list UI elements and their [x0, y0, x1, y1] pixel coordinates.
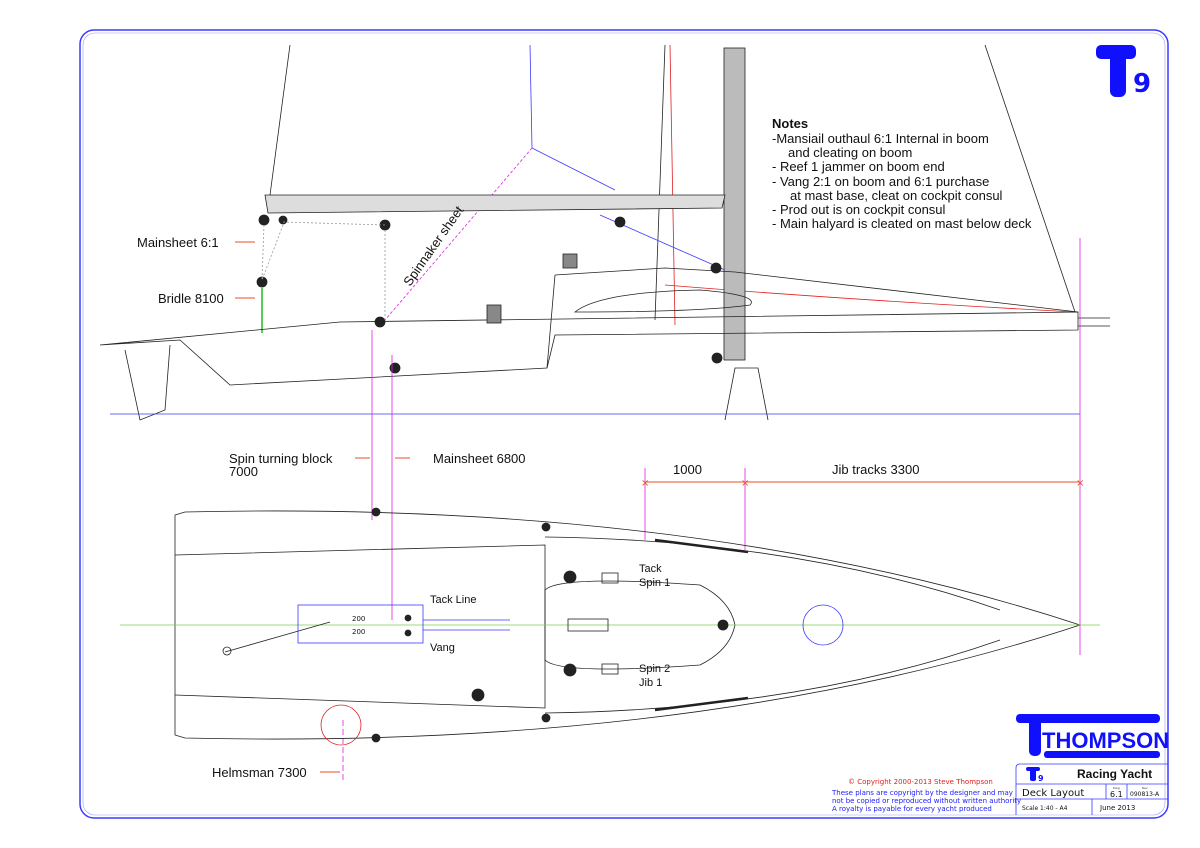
spin2-label: Spin 2	[639, 663, 670, 675]
scale: Scale 1:40 - A4	[1022, 805, 1068, 812]
side-view	[99, 44, 1110, 780]
dwg-label: Dwg	[1113, 786, 1120, 790]
jib1-label: Jib 1	[639, 677, 662, 689]
dimension-jib-tracks: Jib tracks 3300	[832, 462, 919, 477]
title-block-badge: 9	[1026, 767, 1044, 783]
date: June 2013	[1099, 804, 1135, 812]
drawing-number: 6.1	[1110, 790, 1123, 799]
note-line: - Main halyard is cleated on mast below …	[772, 216, 1032, 231]
copyright-notice: These plans are copyright by the designe…	[831, 789, 1013, 797]
copyright-notice: A royalty is payable for every yacht pro…	[832, 805, 992, 813]
copyright-line: © Copyright 2000-2013 Steve Thompson	[848, 778, 993, 786]
tack-line-label: Tack Line	[430, 594, 476, 606]
note-line: -Mansiail outhaul 6:1 Internal in boom	[772, 131, 989, 146]
dimension-lines: × × ×	[235, 241, 1084, 773]
project-title: Racing Yacht	[1077, 767, 1152, 781]
note-line: - Vang 2:1 on boom and 6:1 purchase	[772, 174, 989, 189]
thompson-design-logo: THOMPSON	[1016, 714, 1169, 758]
revision: 090813-A	[1130, 791, 1160, 798]
notes-title: Notes	[772, 116, 808, 131]
svg-text:9: 9	[1038, 774, 1044, 783]
plan-view	[120, 507, 1100, 746]
sheet-frame	[79, 29, 1169, 819]
vang-label: Vang	[430, 642, 455, 654]
rev-label: Rev	[1142, 786, 1148, 790]
svg-text:×: ×	[741, 478, 749, 489]
helmsman-circle	[320, 704, 362, 746]
title-block	[1015, 763, 1168, 815]
mainsheet-pos-label: Mainsheet 6800	[433, 451, 526, 466]
spinnaker-sheet-label: Spinnaker sheet	[400, 203, 466, 289]
spin-turning-block-pos: 7000	[229, 464, 258, 479]
note-line: at mast base, cleat on cockpit consul	[790, 188, 1003, 203]
copyright-notice: not be copied or reproduced without writ…	[832, 797, 1021, 805]
spin1-label: Spin 1	[639, 577, 670, 589]
boom	[264, 194, 726, 214]
mast	[723, 47, 746, 361]
drawing-title: Deck Layout	[1022, 788, 1084, 799]
t9-logo: 9	[1096, 45, 1151, 99]
note-line: - Reef 1 jammer on boom end	[772, 159, 945, 174]
mainsheet-label: Mainsheet 6:1	[137, 235, 219, 250]
sheet-frame-inner	[82, 32, 1166, 816]
forehatch	[802, 604, 844, 646]
dimension-1000: 1000	[673, 462, 702, 477]
bridle-label: Bridle 8100	[158, 291, 224, 306]
spin-turning-block-label: Spin turning block	[229, 451, 333, 466]
svg-text:×: ×	[641, 478, 649, 489]
svg-text:×: ×	[1076, 478, 1084, 489]
svg-text:THOMPSON: THOMPSON	[1042, 728, 1169, 753]
helmsman-label: Helmsman 7300	[212, 765, 307, 780]
note-line: - Prod out is on cockpit consul	[772, 202, 946, 217]
svg-text:9: 9	[1133, 69, 1151, 99]
offset-200-a: 200	[352, 615, 365, 623]
note-line: and cleating on boom	[788, 145, 912, 160]
offset-200-b: 200	[352, 628, 365, 636]
tack-label: Tack	[639, 563, 662, 575]
